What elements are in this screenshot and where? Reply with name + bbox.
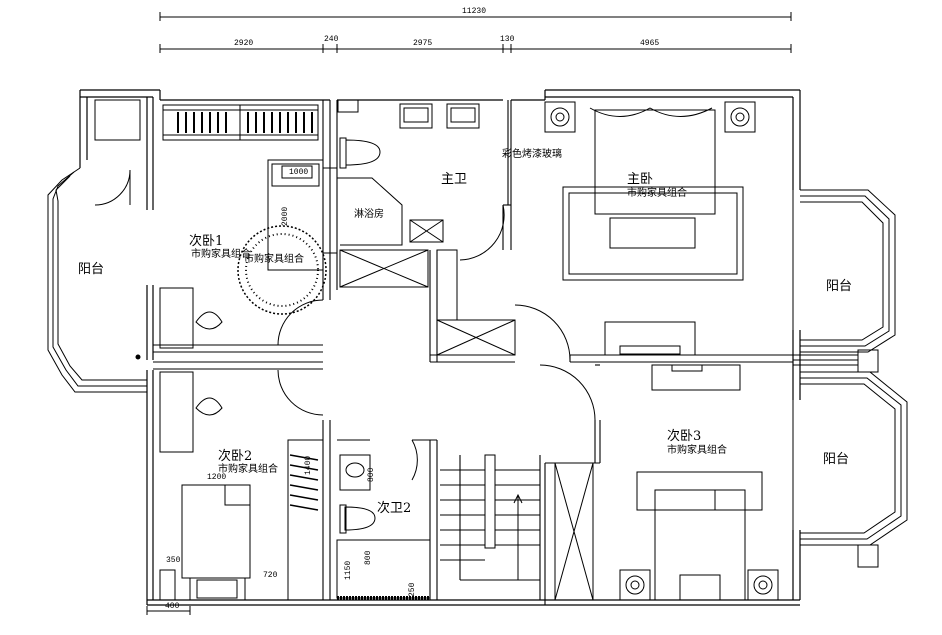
label-bedroom3: 次卧3	[667, 429, 702, 444]
label-master-bedroom: 主卧	[627, 172, 654, 187]
label-bedroom3-sub: 市购家具组合	[667, 445, 727, 456]
label-balcony-right-bottom: 阳台	[823, 452, 850, 467]
dim-bed2-side: 350	[166, 556, 181, 565]
dim-bath2-sink: 800	[367, 467, 376, 482]
dim-total: 11230	[462, 7, 487, 16]
label-master-bedroom-sub: 市购家具组合	[627, 188, 687, 199]
label-bedroom2-sub: 市购家具组合	[218, 464, 278, 475]
master-bedroom-furniture	[544, 101, 756, 391]
label-master-bath: 主卫	[441, 172, 468, 187]
label-balcony-right-top: 阳台	[826, 279, 853, 294]
dim-bath2-c: 250	[408, 582, 417, 597]
dim-seg-1: 2920	[234, 39, 254, 48]
interior-walls	[153, 100, 793, 605]
label-shower: 淋浴房	[354, 209, 384, 220]
master-bath-fixtures	[322, 99, 516, 356]
dim-bed2-foot: 720	[263, 571, 278, 580]
bath2-fixtures	[336, 454, 431, 600]
door-swings	[277, 204, 596, 481]
label-bedroom1: 次卧1	[189, 234, 224, 249]
label-balcony-left: 阳台	[78, 262, 105, 277]
balcony-right-shapes	[792, 189, 908, 568]
dim-bath2-a: 1150	[344, 560, 353, 580]
staircase	[440, 454, 540, 580]
label-bedroom1-overlay: 市购家具组合	[244, 254, 304, 265]
dim-bed2-width: 1200	[207, 473, 227, 482]
dim-bed1-width: 1000	[289, 168, 309, 177]
label-bath2: 次卫2	[377, 501, 412, 516]
label-bedroom1-sub: 市购家具组合	[191, 249, 251, 260]
dim-bath2-b: 800	[364, 550, 373, 565]
dim-seg-2: 240	[324, 35, 339, 44]
bedroom1-furniture	[159, 104, 327, 349]
label-bedroom2: 次卧2	[218, 449, 253, 464]
dim-bottom-left: 400	[165, 602, 180, 611]
dim-bed1-length: 2000	[281, 206, 290, 226]
outer-walls	[79, 89, 801, 606]
bedroom2-furniture	[159, 371, 324, 601]
dim-seg-5: 4965	[640, 39, 660, 48]
dim-seg-4: 130	[500, 35, 515, 44]
dimension-lines	[146, 12, 792, 615]
dim-wardrobe2: 1400	[304, 455, 313, 475]
dim-seg-3: 2975	[413, 39, 433, 48]
balcony-left-shape	[47, 99, 148, 393]
bedroom3-furniture	[554, 462, 779, 601]
label-glass-note: 彩色烤漆玻璃	[502, 149, 562, 160]
